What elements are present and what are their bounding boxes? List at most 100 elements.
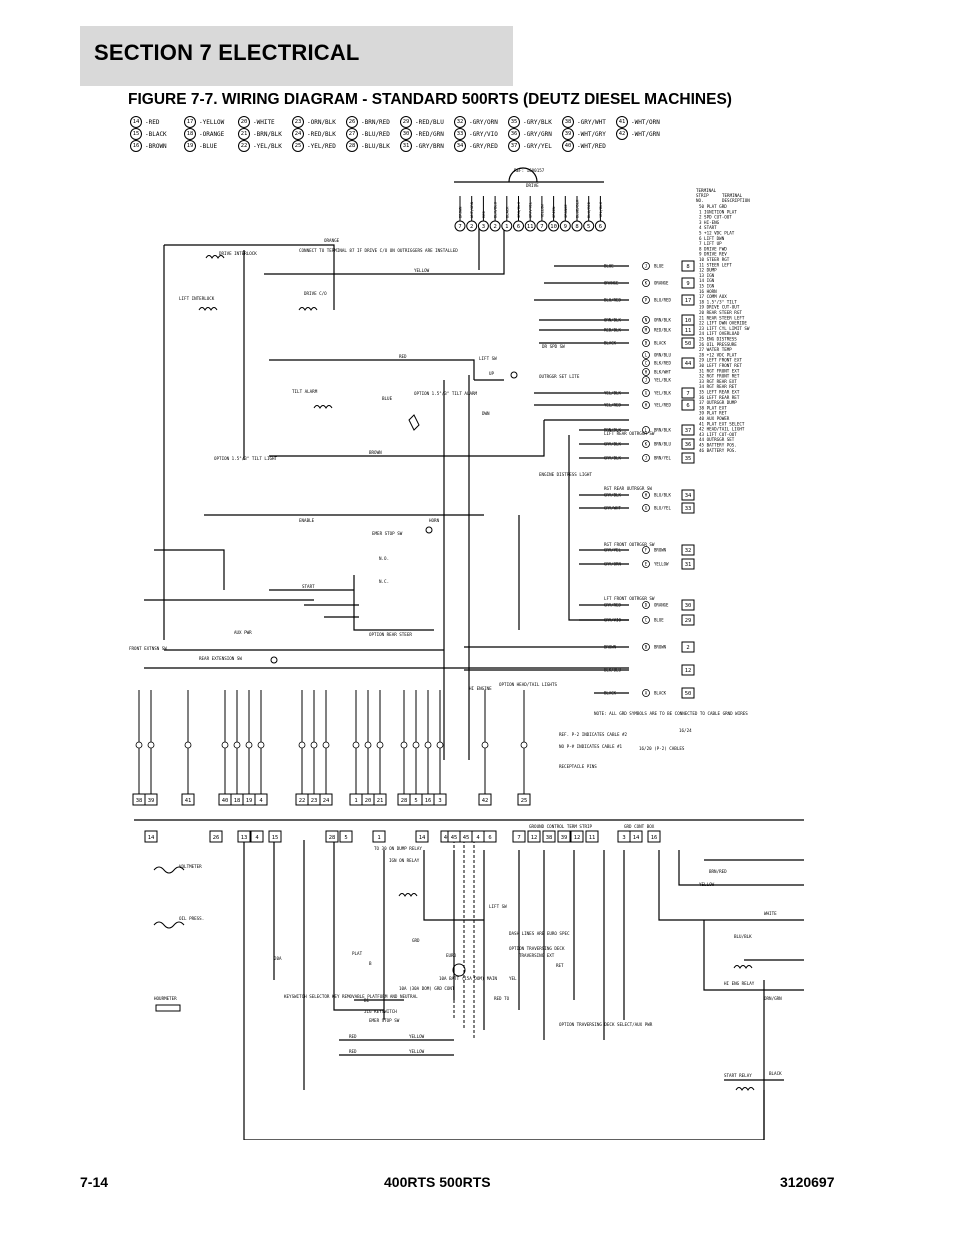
bottom-terminal-number: 42: [482, 798, 489, 804]
legend-number: 31: [400, 140, 412, 152]
terminal-strip-entry: 46 BATTERY POS.: [699, 448, 737, 453]
connector-terminal: 34: [685, 493, 692, 499]
section-header: SECTION 7 ELECTRICAL: [80, 26, 513, 86]
battery-fuse: [452, 963, 466, 977]
connector-pin: J: [645, 378, 647, 383]
legend-item: 38-GRY/WHT: [562, 116, 606, 128]
legend-label: -GRY/ORN: [469, 118, 498, 126]
ts-header-3: NO.: [696, 198, 704, 203]
terminal-strip-entry: 8 DRIVE FWD: [699, 246, 727, 251]
terminal-strip-entry: 24 LIFT OVERLOAD: [699, 331, 740, 336]
bottom-terminal-number: 40: [222, 798, 229, 804]
connector-terminal: 7: [686, 391, 689, 397]
connector-pin: H: [645, 370, 648, 375]
ground-terminal: 5: [339, 830, 353, 843]
ground-terminal-number: 46: [444, 835, 451, 841]
bottom-terminal: 16: [421, 793, 435, 806]
legend-number: 26: [346, 116, 358, 128]
bottom-terminal: 23: [307, 793, 321, 806]
terminal-strip-entry: 18 1.5°/3° TILT: [699, 299, 737, 304]
red-wire-label: RED: [399, 354, 407, 359]
bottom-terminal-number: 18: [234, 798, 241, 804]
legend-number: 24: [292, 128, 304, 140]
terminal-strip-entry: 23 LIFT CYL LIMIT SW: [699, 326, 750, 331]
bottom-terminal-number: 24: [323, 798, 330, 804]
lift-rear-outrgr-label: LIFT REAR OUTRGGR SW: [604, 431, 655, 436]
nc-label: N.C.: [379, 579, 389, 584]
bottom-terminal: 24: [319, 793, 333, 806]
terminal-strip-entry: 37 OUTRGGR DUMP: [699, 400, 737, 405]
legend-number: 40: [562, 140, 574, 152]
legend-number: 34: [454, 140, 466, 152]
legend-item: 36-GRY/GRN: [508, 128, 552, 140]
ground-terminal: 7: [512, 830, 526, 843]
legend-number: 32: [454, 116, 466, 128]
terminal-strip-entry: 42 HEAD/TAIL LIGHT: [699, 427, 745, 432]
legend-item: 15-BLACK: [130, 128, 167, 140]
dwn-label: DWN: [482, 411, 490, 416]
legend-number: 28: [346, 140, 358, 152]
horn-label: HORN: [429, 518, 440, 523]
connector-wire-label: RED/BLK: [604, 328, 621, 333]
lift-sw-label: LIFT SW: [479, 356, 497, 361]
grd-cont-box-label: GRD CONT BOX: [624, 824, 655, 829]
terminal-strip-entry: 35 LEFT REAR EXT: [699, 390, 740, 395]
footer-page-number: 7-14: [80, 1174, 109, 1190]
wiring-diagram: 7BROWN2WHT/GRN3RED2BLK/BLU1BLACK6ORN/BLK…: [129, 167, 804, 1140]
start-relay-label: START RELAY: [724, 1073, 752, 1078]
connector-out-label: YELLOW: [654, 562, 669, 567]
legend-label: -GRY/BLK: [523, 118, 552, 126]
terminal-strip-entry: 9 DRIVE REV: [699, 252, 727, 257]
traversing-ext-label: TRAVERSING EXT: [519, 953, 555, 958]
bottom-terminal-number: 38: [136, 798, 143, 804]
legend-number: 20: [238, 116, 250, 128]
legend-number: 14: [130, 116, 142, 128]
hourmeter-box: [155, 1004, 181, 1012]
connector-terminal: 50: [685, 691, 692, 697]
connector-pin: N: [645, 318, 648, 323]
terminal-strip-entry: 34 RGT REAR RET: [699, 384, 737, 389]
connector-out-label: ORN/BLU: [654, 353, 671, 358]
rgt-front-outrgr-label: RGT FRONT OUTRGGR SW: [604, 542, 655, 547]
legend-item: 23-ORN/BLK: [292, 116, 336, 128]
top-terminal-row: 7BROWN2WHT/GRN3RED2BLK/BLU1BLACK6ORN/BLK…: [454, 199, 606, 232]
connector-out-label: ORN/BLK: [654, 318, 671, 323]
hourmeter-label: HOURMETER: [154, 996, 177, 1001]
terminal-strip-entry: 26 OIL PRESSURE: [699, 342, 737, 347]
legend-number: 30: [400, 128, 412, 140]
connector-wire-label: YEL/RED: [604, 403, 621, 408]
legend-label: -RED/BLU: [415, 118, 444, 126]
option-head-tail-label: OPTION HEAD/TAIL LIGHTS: [499, 682, 557, 687]
bottom-terminal: 39: [144, 793, 158, 806]
terminal-strip-entry: 41 PLAT EXT SELECT: [699, 421, 745, 426]
brn-red-label: BRN/RED: [709, 869, 727, 874]
ground-terminal: 4: [250, 830, 264, 843]
top-terminal-number: 10: [550, 224, 557, 230]
bottom-terminal-number: 41: [185, 798, 192, 804]
terminal-strip-entry: 39 PLAT RET: [699, 411, 727, 416]
connector-pin: C: [645, 361, 648, 366]
connector-out-label: BLACK: [654, 341, 667, 346]
brown-wire-label: BROWN: [369, 450, 382, 455]
legend-number: 22: [238, 140, 250, 152]
terminal-strip-entry: 12 DUMP: [699, 268, 717, 273]
legend-label: -WHITE: [253, 118, 275, 126]
ground-terminal: 15: [268, 830, 282, 843]
bottom-terminal-number: 20: [365, 798, 372, 804]
hi-eng-relay-label: HI ENG RELAY: [724, 981, 755, 986]
receptacle-pins-label: RECEPTACLE PINS: [559, 764, 597, 769]
legend-label: -GRY/GRN: [523, 130, 552, 138]
connector-pin: H: [645, 493, 648, 498]
legend-item: 31-GRY/BRN: [400, 140, 444, 152]
option-trav-select-label: OPTION TRAVERSING DECK SELECT/AUX PWR: [559, 1022, 653, 1027]
